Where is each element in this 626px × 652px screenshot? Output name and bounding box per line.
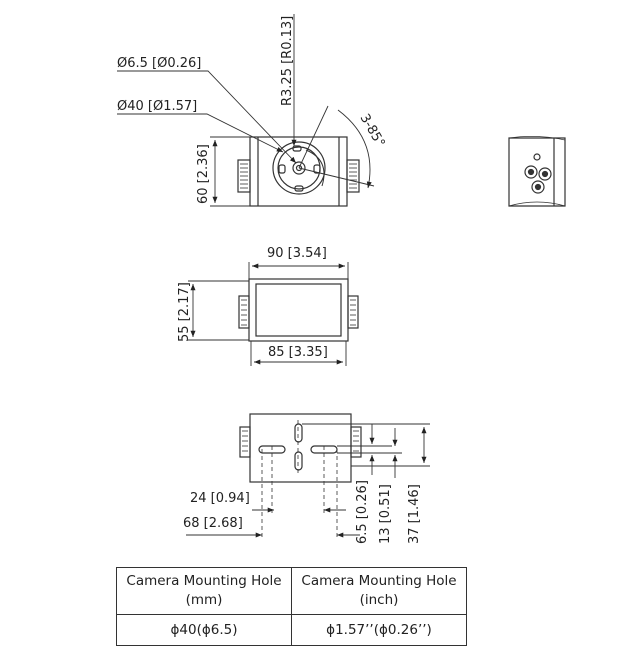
dim-bottom-span-24: 24 [0.94] <box>190 491 250 506</box>
table-row: ϕ40(ϕ6.5) ϕ1.57’’(ϕ0.26’’) <box>116 614 467 646</box>
dim-bottom-span-68: 68 [2.68] <box>183 516 243 531</box>
mount-center-hole <box>292 161 306 175</box>
dim-tilt-angle: 3-85° <box>357 112 388 151</box>
top-view <box>238 278 359 342</box>
dim-hole-small: Ø6.5 [Ø0.26] <box>117 56 201 71</box>
dim-bottom-offset-13: 13 [0.51] <box>378 484 393 544</box>
header-inch-line-2: (inch) <box>359 592 399 608</box>
header-mm-line-1: Camera Mounting Hole <box>126 573 282 589</box>
front-view <box>237 136 360 207</box>
front-bracket-right <box>346 159 360 193</box>
dim-hole-large: Ø40 [Ø1.57] <box>117 99 197 114</box>
header-inch-line-1: Camera Mounting Hole <box>301 573 457 589</box>
dim-top-width-inner: 85 [3.35] <box>268 345 328 360</box>
dim-top-depth: 55 [2.17] <box>177 282 192 342</box>
dim-bottom-offset-6-5: 6.5 [0.26] <box>355 480 370 544</box>
front-bracket-left <box>237 159 251 193</box>
mount-circle-outer <box>272 141 326 195</box>
table-cell-mm: ϕ40(ϕ6.5) <box>116 614 292 646</box>
dim-radius: R3.25 [R0.13] <box>280 16 295 106</box>
table-header-row: Camera Mounting Hole (mm) Camera Mountin… <box>116 567 467 615</box>
header-mm-line-2: (mm) <box>185 592 223 608</box>
table-cell-inch: ϕ1.57’’(ϕ0.26’’) <box>291 614 467 646</box>
dim-top-width-outer: 90 [3.54] <box>267 246 327 261</box>
table-header-inch: Camera Mounting Hole (inch) <box>291 567 467 615</box>
table-header-mm: Camera Mounting Hole (mm) <box>116 567 292 615</box>
top-body <box>248 278 349 342</box>
mounting-hole-table: Camera Mounting Hole (mm) Camera Mountin… <box>116 567 467 646</box>
dim-bottom-offset-37: 37 [1.46] <box>407 484 422 544</box>
side-view <box>508 136 566 207</box>
dim-front-height: 60 [2.36] <box>196 144 211 204</box>
